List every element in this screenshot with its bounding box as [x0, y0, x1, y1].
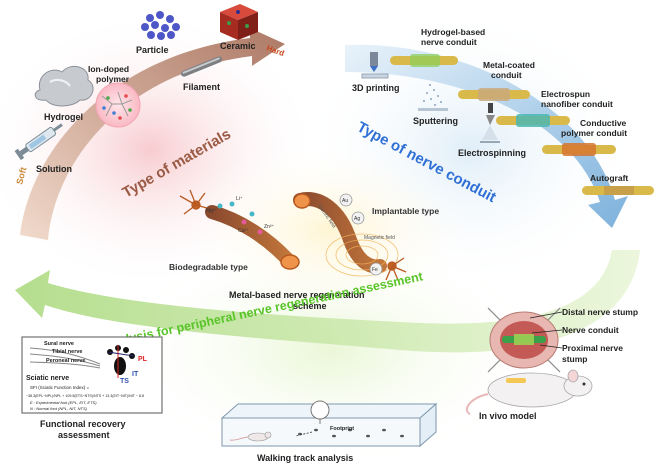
metal-ag: Ag	[354, 216, 360, 222]
mouse-small-icon	[229, 431, 272, 442]
pl-label: PL	[138, 356, 148, 363]
background-glows	[0, 10, 640, 466]
ion-li: Li⁺	[236, 196, 243, 202]
filament-label: Filament	[183, 82, 220, 92]
sfi-label: SFI (Sciatic Function Index) =	[30, 385, 90, 390]
sciatic-nerve-label: Sciatic nerve	[26, 375, 69, 382]
3d-printing-label: 3D printing	[352, 83, 400, 93]
distal-stump-label: Distal nerve stump	[562, 307, 638, 317]
ion-mg: Mg²⁺	[206, 208, 218, 214]
peroneal-nerve-label: Peroneal nerve	[46, 358, 85, 364]
solution-label: Solution	[36, 164, 72, 174]
metal-coated-label-1: Metal-coated	[483, 60, 535, 70]
magnetic-field-rings	[325, 233, 399, 277]
electrospun-label-1: Electrospun	[541, 89, 590, 99]
e-definition: E : Experimental foot (EPL, EIT, ETS)	[30, 400, 97, 405]
electrospinning-label: Electrospinning	[458, 148, 526, 158]
functional-recovery-panel	[21, 336, 163, 414]
ceramic-label: Ceramic	[220, 41, 256, 51]
analysis-arrow	[15, 250, 640, 353]
soft-label: Soft	[14, 166, 28, 185]
conductive-label-2: polymer conduit	[561, 128, 627, 138]
biodegradable-type-label: Biodegradable type	[169, 262, 248, 272]
ion-dots	[217, 201, 263, 235]
nerve-implantable	[293, 192, 387, 274]
tibial-nerve-label: Tibial nerve	[52, 349, 82, 355]
autograft-label: Autograft	[590, 173, 628, 183]
ion-ca: Ca²⁺	[238, 228, 249, 234]
metal-au: Au	[342, 198, 348, 204]
proximal-stump-label-2: stump	[562, 354, 588, 364]
neuron-right-icon	[385, 257, 407, 281]
n-definition: N : Normal foot (NPL, NIT, NTS)	[30, 406, 88, 411]
electrospinning-icon	[480, 103, 500, 143]
hydrogel-label: Hydrogel	[44, 112, 83, 122]
in-vivo-label: In vivo model	[479, 411, 537, 421]
ion-doped-label-1: Ion-doped	[88, 64, 129, 74]
nerve-biodegradable	[205, 205, 300, 270]
hydrogel-conduit-label-1: Hydrogel-based	[421, 27, 485, 37]
functional-label-1: Functional recovery	[40, 419, 126, 429]
hydrogel-conduit	[390, 54, 458, 67]
electrospun-label-2: nanofiber conduit	[541, 99, 613, 109]
implantable-type-label: Implantable type	[372, 206, 439, 216]
metal-coated-label-2: conduit	[491, 70, 522, 80]
scheme-label-1: Metal-based nerve regeneration	[229, 290, 365, 300]
sfi-formula: −38.3(EPL−NPL)/NPL + 109.5(ETS−NTS)/NTS …	[26, 394, 144, 398]
it-label: IT	[132, 371, 139, 378]
functional-label-2: assessment	[58, 430, 110, 440]
sputtering-icon	[418, 84, 448, 111]
sural-nerve-label: Sural nerve	[44, 341, 74, 347]
footprint-diagram-icon	[107, 345, 135, 378]
ion-doped-label-2: polymer	[96, 74, 130, 84]
metal-coated-conduit	[458, 88, 530, 101]
nerve-conduit-label: Nerve conduit	[562, 325, 619, 335]
conductive-label-1: Conductive	[580, 118, 627, 128]
footprint-marks	[298, 428, 404, 438]
ion-doped-polymer-icon	[95, 82, 141, 128]
footprint-label: Footprint	[330, 426, 354, 432]
magnetic-field-label: Magnetic field	[364, 235, 395, 241]
electrospun-conduit	[496, 114, 570, 127]
ceramic-icon	[220, 4, 258, 40]
sputtering-label: Sputtering	[413, 116, 458, 126]
mouse-large-icon	[465, 369, 593, 415]
surgery-site-icon	[487, 307, 561, 373]
materials-arrow	[20, 28, 285, 240]
ion-zn: Zn²⁺	[264, 224, 275, 230]
hydrogel-conduit-label-2: nerve conduit	[421, 37, 477, 47]
3d-printer-icon	[361, 52, 389, 79]
conductive-polymer-conduit	[542, 143, 616, 156]
particle-label: Particle	[136, 45, 169, 55]
walking-track-label: Walking track analysis	[257, 453, 353, 463]
ts-label: TS	[120, 378, 129, 385]
particle-icon	[141, 11, 180, 40]
neuron-left-icon	[179, 189, 215, 215]
syringe-icon	[14, 123, 63, 161]
metal-spheres	[339, 193, 383, 276]
autograft-conduit	[582, 186, 654, 195]
scheme-label-2: scheme	[293, 301, 327, 311]
proximal-stump-label-1: Proximal nerve	[562, 343, 623, 353]
metal-fe: Fe	[372, 267, 378, 273]
walking-track-box	[220, 400, 438, 448]
hydrogel-icon	[34, 65, 94, 107]
filament-icon	[180, 56, 223, 77]
magnifier-icon	[295, 400, 330, 437]
